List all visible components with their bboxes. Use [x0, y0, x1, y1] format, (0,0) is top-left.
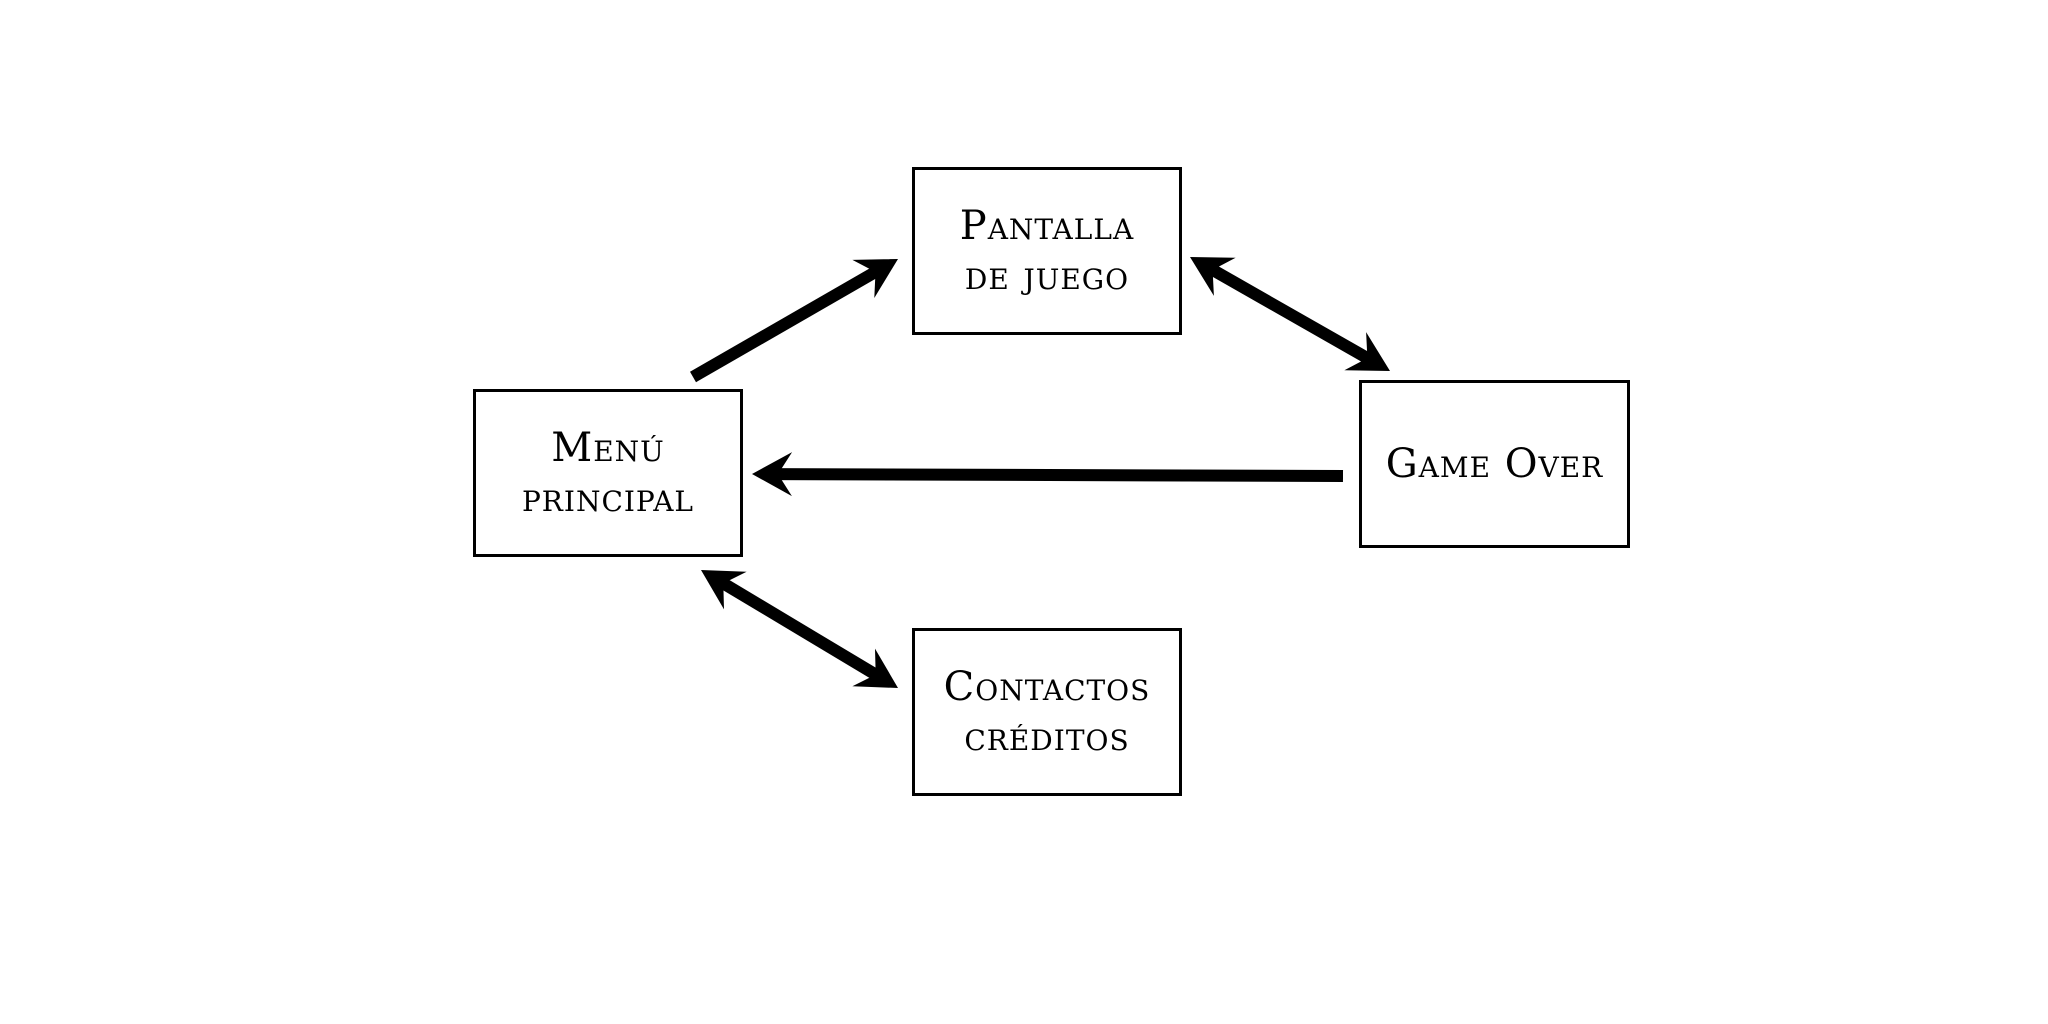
node-label-line: de juego — [964, 253, 1130, 299]
edge-menu-pantalla-arrowhead — [852, 259, 898, 298]
edge-menu-contactos-arrowtail — [701, 570, 747, 610]
node-label-line: créditos — [964, 714, 1130, 760]
node-pantalla-de-juego: Pantalla de juego — [912, 167, 1182, 335]
node-label-line: Contactos — [943, 664, 1151, 710]
edge-gameover-menu-arrowhead — [752, 452, 793, 497]
node-label-line: Game Over — [1385, 441, 1604, 487]
node-game-over: Game Over — [1359, 380, 1630, 548]
node-contactos-creditos: Contactos créditos — [912, 628, 1182, 796]
node-label-line: principal — [521, 475, 695, 521]
node-label-line: Menú — [551, 425, 665, 471]
edge-menu-contactos-line — [716, 576, 883, 682]
edge-gameover-menu-line — [773, 468, 1344, 482]
edge-menu-contactos-arrowhead — [852, 648, 898, 688]
edge-pantalla-gameover-line — [1206, 262, 1374, 366]
edge-pantalla-gameover-arrowhead — [1344, 332, 1390, 371]
node-label-line: Pantalla — [959, 203, 1135, 249]
edge-pantalla-gameover-arrowtail — [1190, 257, 1236, 296]
edge-menu-pantalla-line — [690, 264, 882, 383]
node-menu-principal: Menú principal — [473, 389, 743, 557]
